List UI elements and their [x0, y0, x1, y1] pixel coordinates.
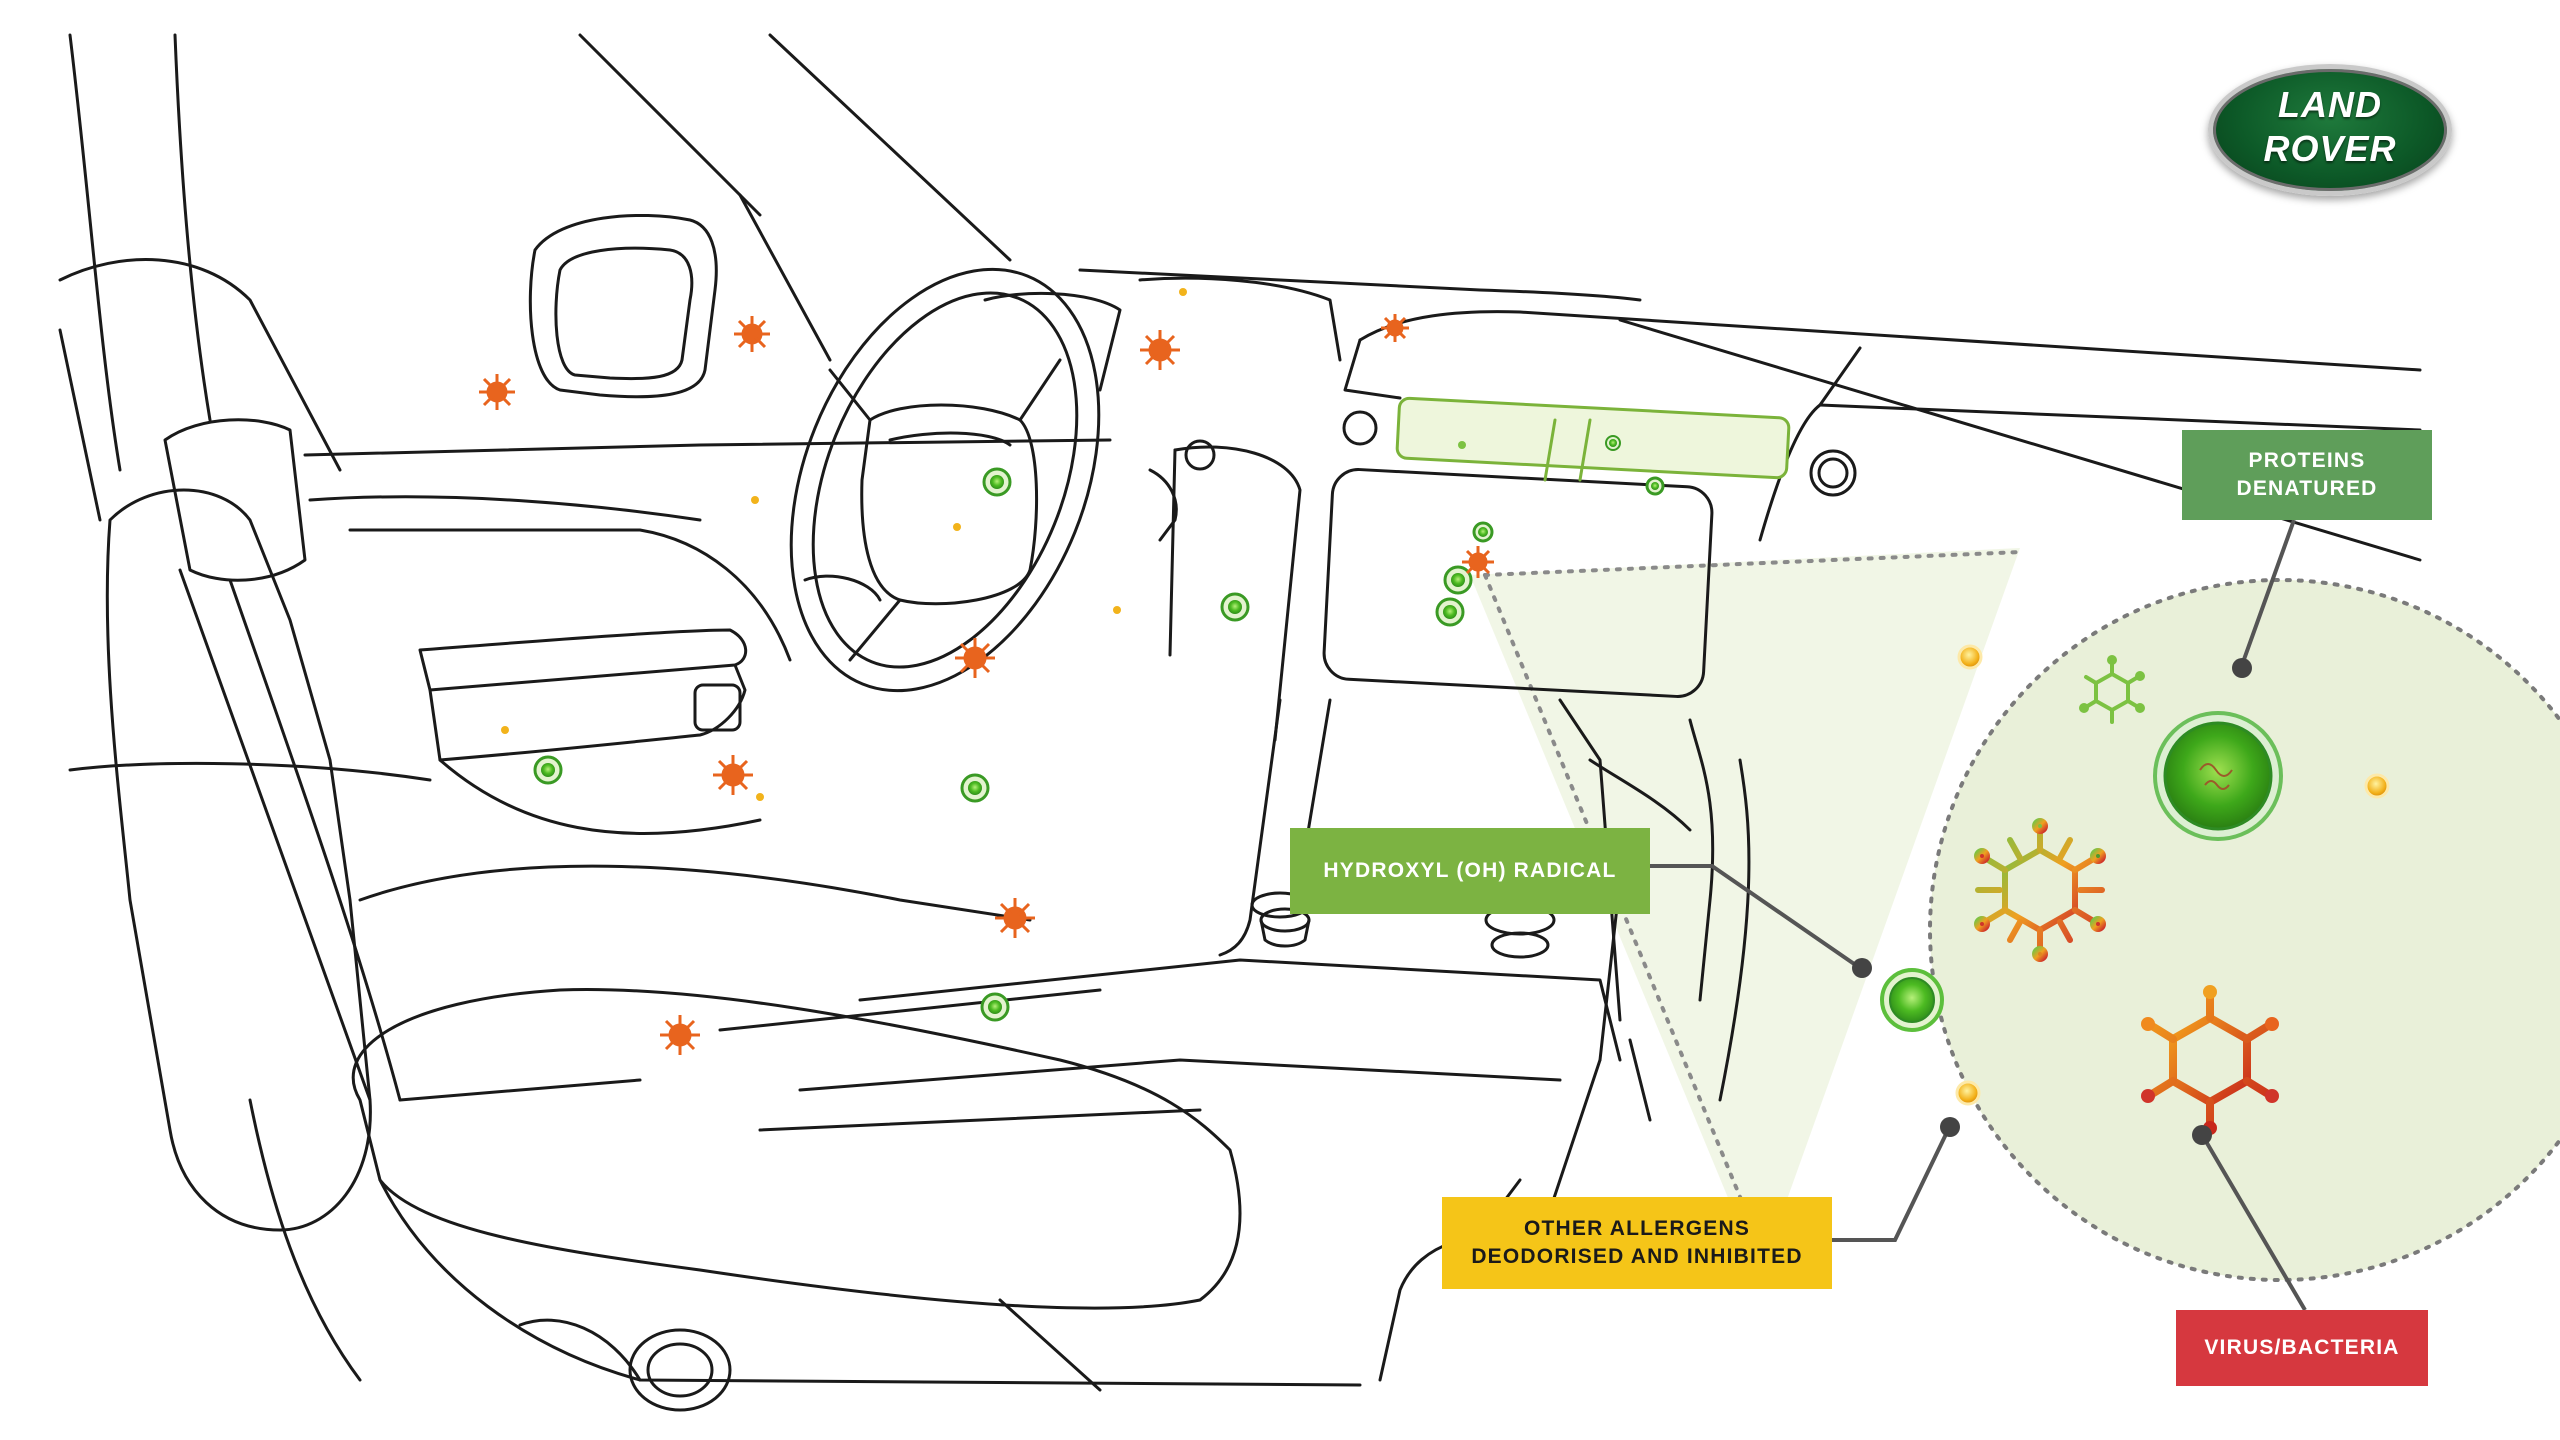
- virus-label-text: VIRUS/BACTERIA: [2204, 1336, 2400, 1359]
- hydroxyl-label-text: HYDROXYL (OH) RADICAL: [1323, 859, 1617, 882]
- hydroxyl-radical-icon: [982, 467, 1012, 497]
- hydroxyl-radical-icon: [1220, 592, 1250, 622]
- hydroxyl-radical-label: HYDROXYL (OH) RADICAL: [1290, 828, 1650, 914]
- proteins-denatured-label: PROTEINS DENATURED: [2182, 430, 2432, 520]
- allergen-dot-icon: [2364, 773, 2390, 799]
- virus-label-box: [2176, 1310, 2428, 1386]
- land-rover-logo: LAND ROVER: [2208, 64, 2452, 196]
- hydroxyl-radical-icon: [980, 992, 1010, 1022]
- allergens-label-box: [1442, 1197, 1832, 1289]
- logo-text-land: LAND: [2278, 84, 2382, 125]
- zoom-circle: [1928, 578, 2560, 1282]
- virus-icon: [1974, 818, 2106, 962]
- other-allergens-label: OTHER ALLERGENS DEODORISED AND INHIBITED: [1442, 1197, 1832, 1289]
- hydroxyl-radical-icon: [2153, 711, 2283, 841]
- car-particles: [479, 288, 1665, 1055]
- hydroxyl-radical-icon: [1605, 435, 1621, 451]
- hydroxyl-radical-icon: [533, 755, 563, 785]
- hydroxyl-label-box: [1290, 828, 1650, 914]
- proteins-label-line1: PROTEINS: [2248, 449, 2366, 472]
- allergens-label-line1: OTHER ALLERGENS: [1523, 1217, 1751, 1240]
- logo-text-rover: ROVER: [2263, 128, 2397, 169]
- allergen-dot-icon: [1957, 644, 1983, 670]
- allergens-label-line2: DEODORISED AND INHIBITED: [1471, 1245, 1803, 1268]
- hydroxyl-radical-icon: [1435, 597, 1465, 627]
- hydroxyl-radical-icon: [1472, 521, 1494, 543]
- hydroxyl-radical-icon: [1443, 565, 1473, 595]
- virus-bacteria-label: VIRUS/BACTERIA: [2176, 1310, 2428, 1386]
- leader-lines: [1650, 519, 2307, 1312]
- allergen-dot-icon: [1955, 1080, 1981, 1106]
- hydroxyl-radical-icon: [1645, 476, 1665, 496]
- zoom-content: [1880, 644, 2390, 1135]
- virus-icon: [2079, 655, 2145, 724]
- car-line-art: [58, 33, 2422, 1412]
- virus-icon: [479, 314, 1494, 1055]
- zoom-cone: [1470, 548, 2022, 1275]
- hydroxyl-radical-icon: [1880, 968, 1944, 1032]
- proteins-label-box: [2182, 430, 2432, 520]
- logo-oval-badge: [2208, 64, 2452, 196]
- hydroxyl-radical-icon: [960, 773, 990, 803]
- proteins-label-line2: DENATURED: [2236, 477, 2378, 500]
